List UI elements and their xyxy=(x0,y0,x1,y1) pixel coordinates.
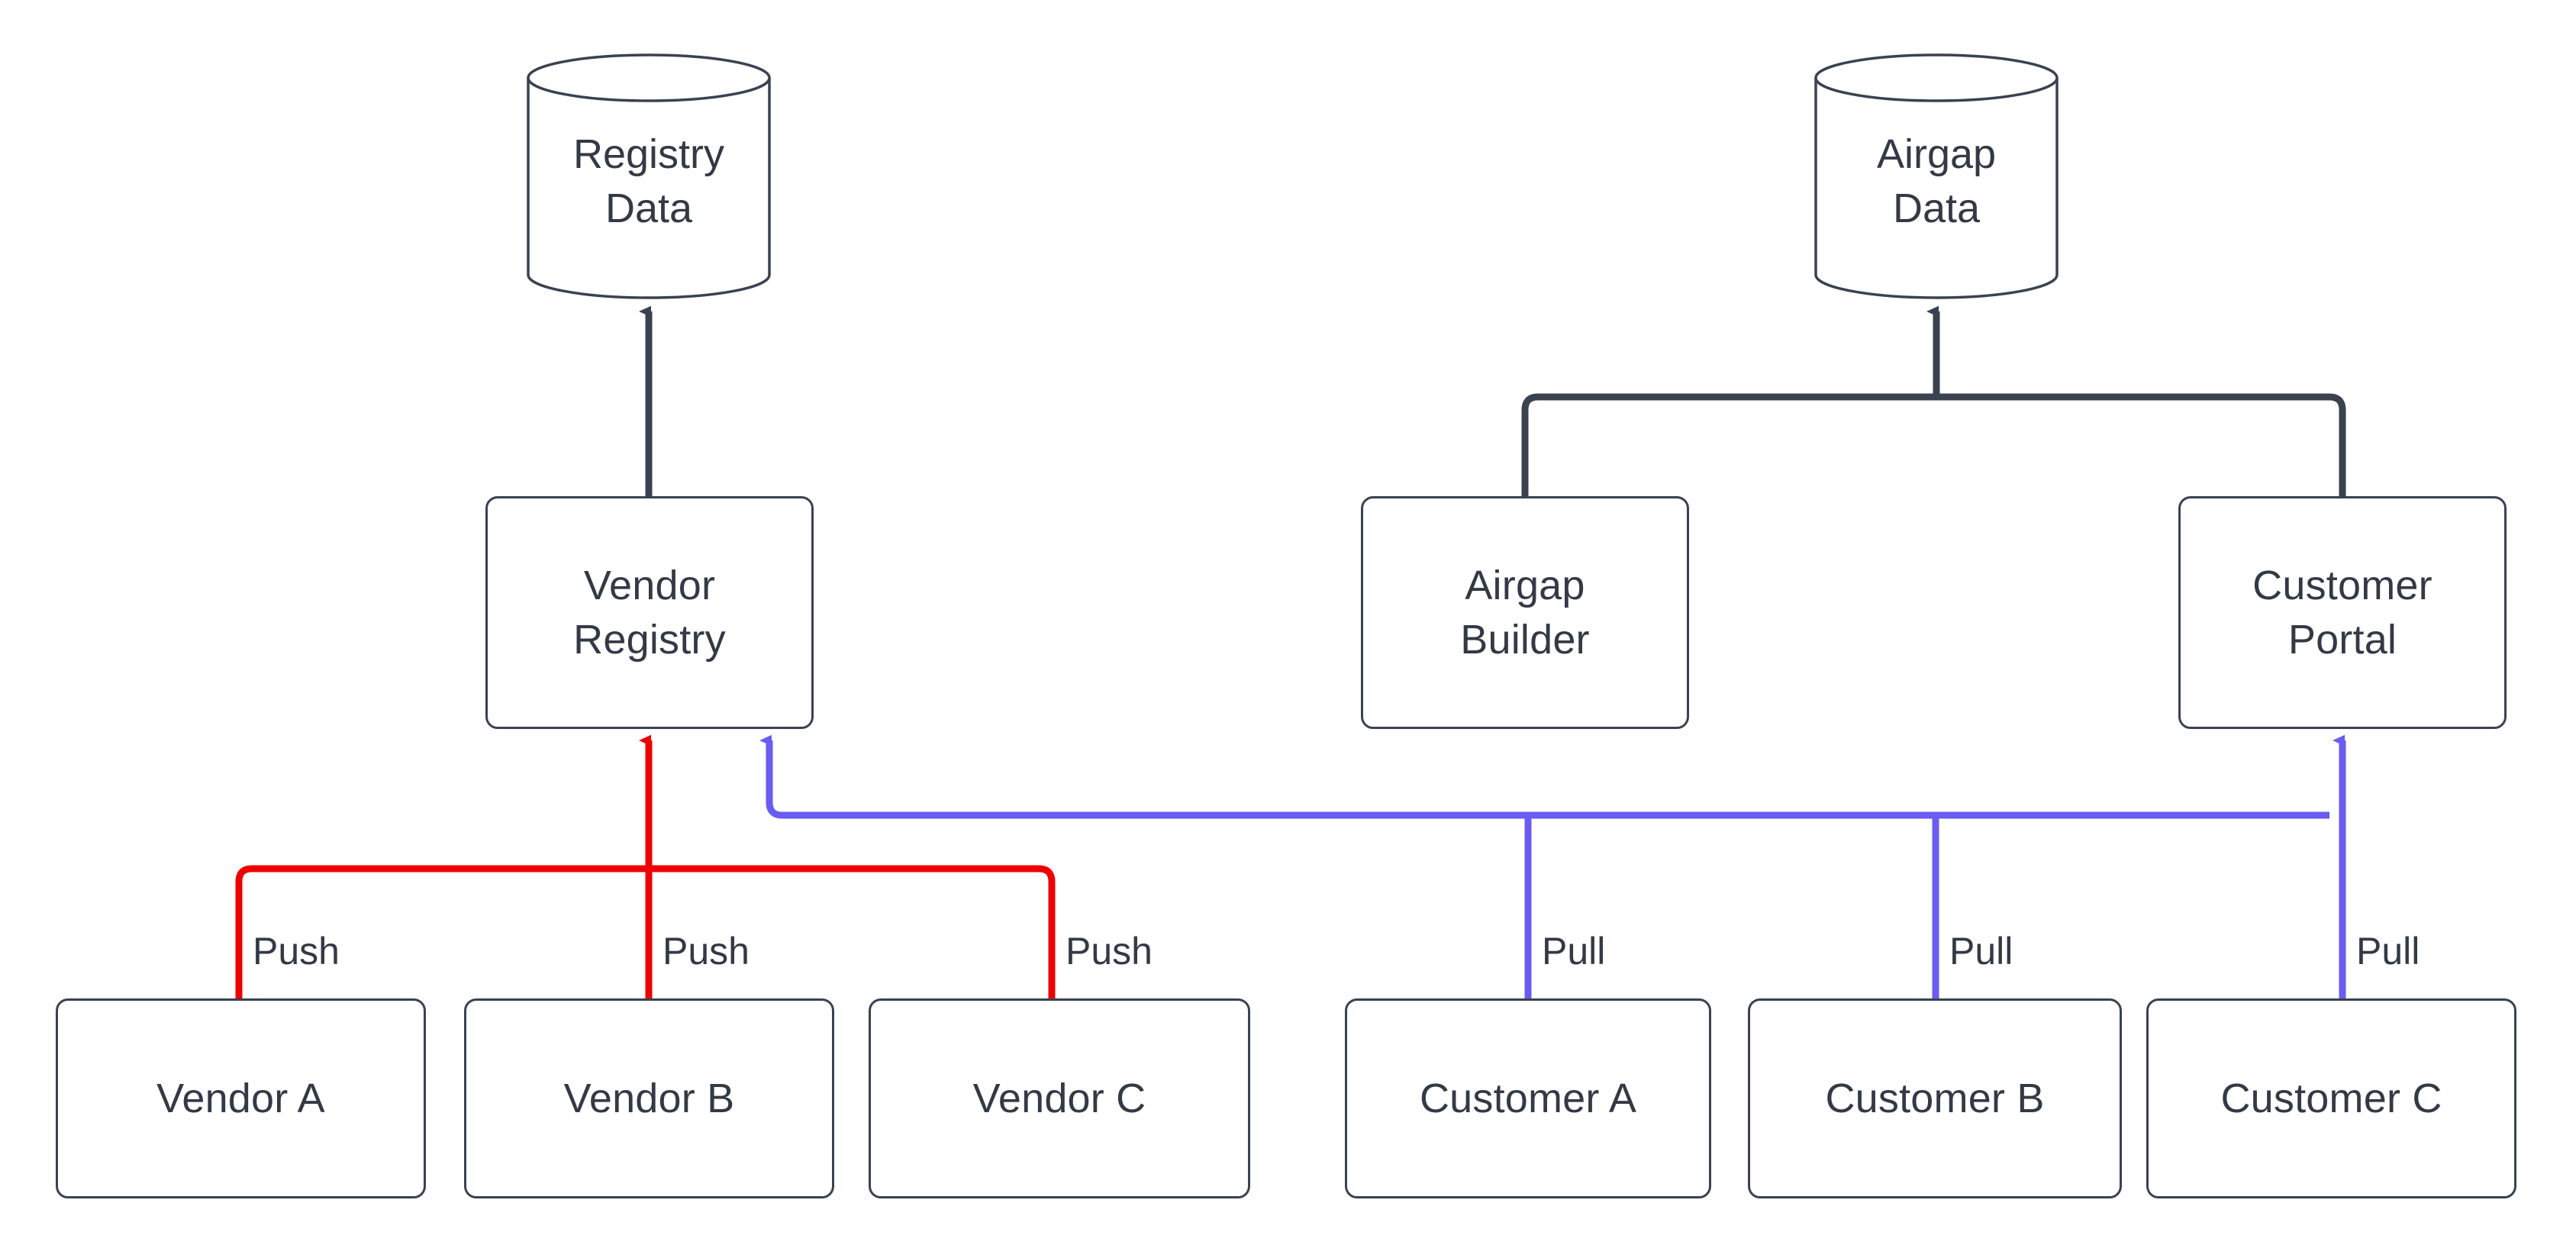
datastore-label-line1: Airgap xyxy=(1876,131,1997,178)
datastore-label: Airgap Data xyxy=(1814,127,2059,234)
service-label: Airgap Builder xyxy=(1460,559,1590,666)
service-label-line1: Customer xyxy=(2252,563,2433,609)
service-label-line1: Vendor xyxy=(583,563,716,609)
actor-label: Vendor C xyxy=(972,1075,1146,1121)
service-label-line2: Portal xyxy=(2287,616,2397,663)
service-label: Customer Portal xyxy=(2252,559,2433,666)
datastore-airgap-data[interactable]: Airgap Data xyxy=(1814,53,2059,299)
datastore-label: Registry Data xyxy=(527,127,771,234)
cylinder-shape xyxy=(1814,53,2059,299)
actor-label: Customer C xyxy=(2220,1075,2442,1121)
actor-label: Customer B xyxy=(1825,1075,2045,1121)
datastore-registry-data[interactable]: Registry Data xyxy=(527,53,771,299)
actor-label: Vendor B xyxy=(563,1075,735,1121)
actor-vendor-c[interactable]: Vendor C xyxy=(869,998,1250,1198)
actor-customer-b[interactable]: Customer B xyxy=(1748,998,2122,1198)
service-customer-portal[interactable]: Customer Portal xyxy=(2178,496,2507,729)
actor-vendor-a[interactable]: Vendor A xyxy=(56,998,426,1198)
actor-customer-a[interactable]: Customer A xyxy=(1345,998,1711,1198)
datastore-label-line2: Data xyxy=(1892,185,1981,231)
service-label-line2: Builder xyxy=(1460,616,1590,663)
edge-airgap-tree-to-airgap-data xyxy=(1521,393,2346,496)
edge-pull-bus xyxy=(766,740,2329,819)
actor-vendor-b[interactable]: Vendor B xyxy=(464,998,834,1198)
datastore-label-line2: Data xyxy=(605,185,693,231)
service-label-line2: Registry xyxy=(573,616,726,663)
service-airgap-builder[interactable]: Airgap Builder xyxy=(1361,496,1689,729)
cylinder-shape xyxy=(527,53,771,299)
edge-label-pull-customer-a: Pull xyxy=(1542,930,1606,973)
actor-label: Vendor A xyxy=(156,1075,325,1121)
actor-customer-c[interactable]: Customer C xyxy=(2146,998,2516,1198)
edge-label-pull-customer-b: Pull xyxy=(1949,930,2013,973)
service-vendor-registry[interactable]: Vendor Registry xyxy=(485,496,814,729)
edge-label-push-vendor-b: Push xyxy=(663,930,750,973)
actor-label: Customer A xyxy=(1419,1075,1637,1121)
service-label-line1: Airgap xyxy=(1465,563,1585,609)
edge-label-pull-customer-c: Pull xyxy=(2356,930,2420,973)
service-label: Vendor Registry xyxy=(573,559,726,666)
edge-label-push-vendor-a: Push xyxy=(253,930,340,973)
edge-label-push-vendor-c: Push xyxy=(1066,930,1153,973)
datastore-label-line1: Registry xyxy=(572,131,725,178)
